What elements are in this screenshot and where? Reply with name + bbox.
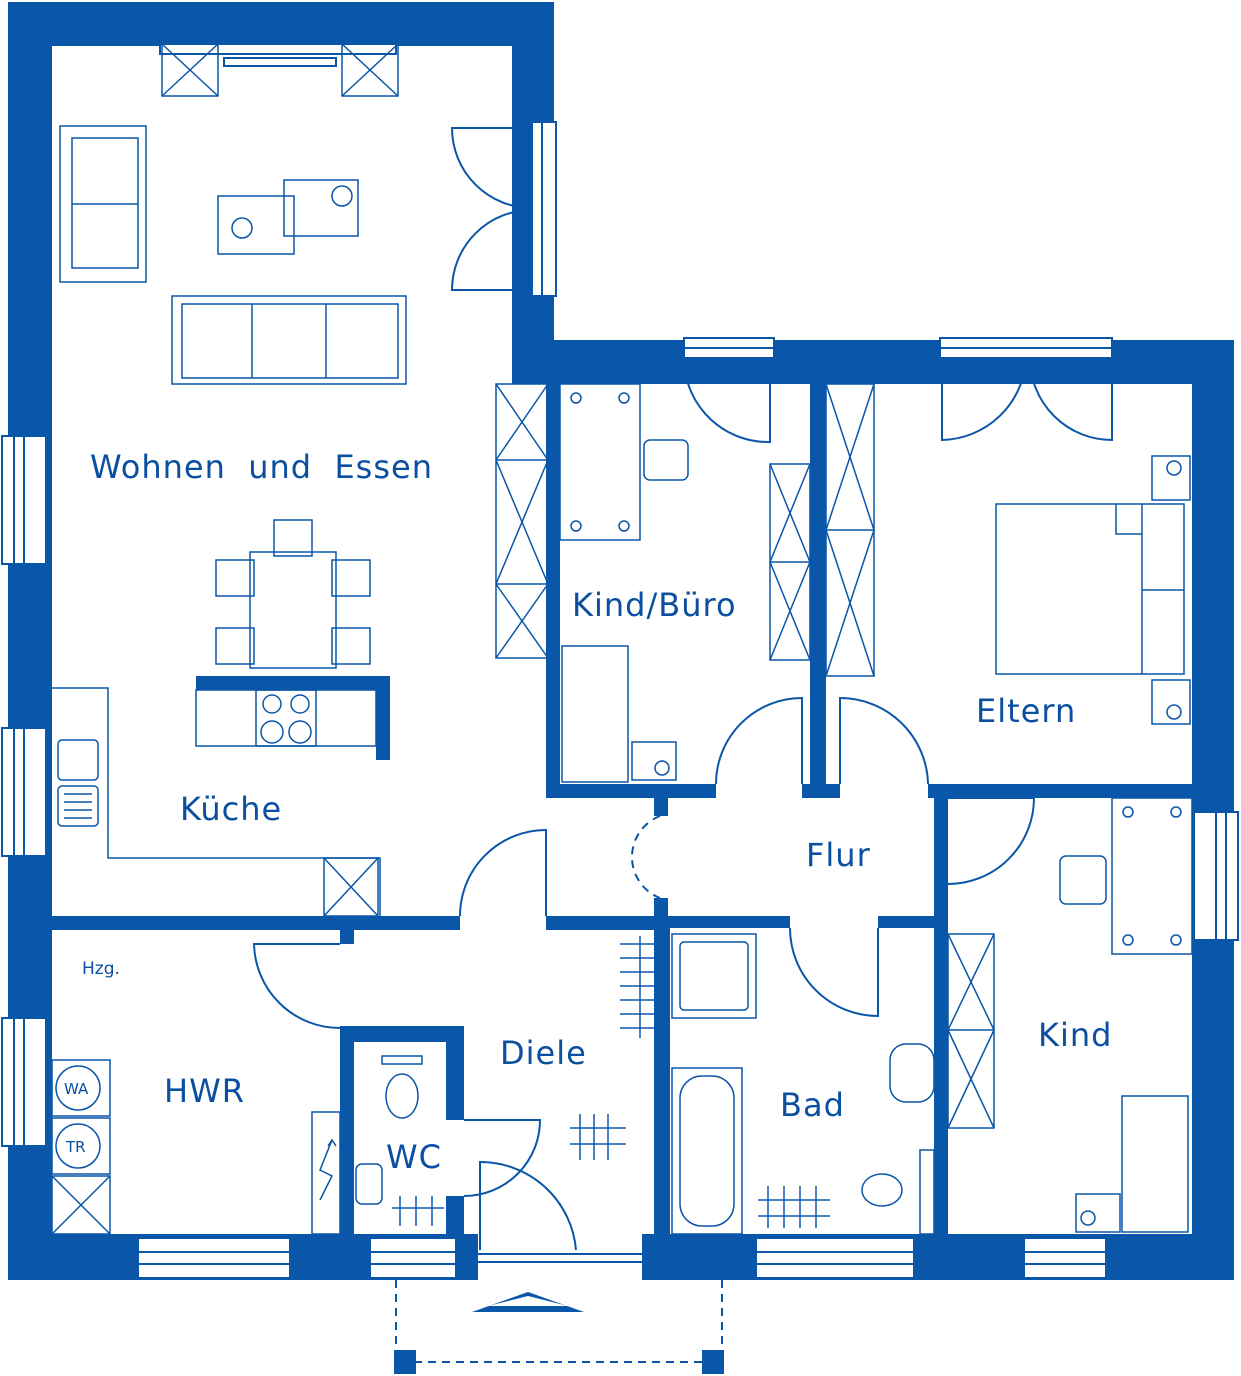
dryer-icon [55,1123,101,1169]
windows [1,43,1239,1279]
room-label-kueche: Küche [180,790,282,828]
kind-furniture [947,797,1193,1233]
toilet-icon [861,1149,935,1235]
room-label-flur: Flur [806,836,871,874]
wc-furniture [355,1055,444,1226]
stove-icon [255,689,317,747]
living-furniture [59,43,549,669]
washer-icon [55,1065,101,1111]
dryer-label: TR [65,1138,86,1156]
entrance-arrow-icon [472,1292,584,1312]
flower-icon [231,185,353,239]
shower-icon [671,933,757,1019]
bathtub-icon [671,1067,743,1235]
room-label-kind: Kind [1038,1016,1112,1054]
porch [395,1280,723,1363]
room-labels: Wohnen und Essen Küche Kind/Büro Eltern … [64,448,1112,1176]
room-label-wohnen: Wohnen und Essen [90,448,433,486]
hwr-furniture [51,1059,341,1235]
washer-label: WA [64,1080,89,1098]
diele-furniture [570,936,654,1160]
interior-walls [46,380,1198,1374]
room-label-hwr: HWR [164,1072,245,1110]
room-label-eltern: Eltern [976,692,1076,730]
bed-icon [995,503,1185,675]
heating-label: Hzg. [82,959,120,979]
room-label-wc: WC [386,1138,442,1176]
bad-furniture [671,933,935,1235]
room-label-kind-buero: Kind/Büro [572,586,737,624]
eltern-furniture [825,383,1191,725]
doors [252,127,1113,1251]
kitchen-furniture [52,687,381,917]
sink-icon [57,739,99,827]
kind-buero-furniture [559,383,811,783]
room-label-diele: Diele [500,1034,587,1072]
room-label-bad: Bad [780,1086,845,1124]
